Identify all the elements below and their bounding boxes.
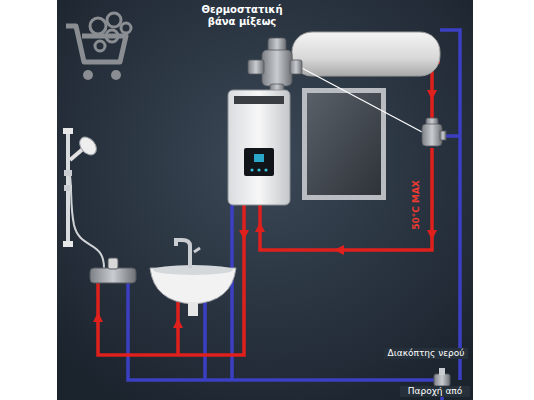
flow-arrow	[93, 312, 103, 322]
heater-button	[264, 168, 267, 171]
cart-outline	[66, 26, 126, 62]
logo-bubble	[106, 30, 118, 42]
faucet-lever	[194, 248, 200, 252]
heater-button	[250, 168, 253, 171]
logo-bubble	[107, 13, 121, 27]
heater-display	[244, 148, 274, 176]
logo-bubble	[121, 23, 131, 33]
valve-port	[290, 60, 302, 74]
flow-arrow	[334, 245, 344, 255]
valve-body	[434, 374, 450, 386]
heater-button	[257, 168, 260, 171]
basin-drain	[188, 302, 198, 316]
valve-handle	[439, 368, 445, 375]
rail-bracket	[63, 241, 73, 247]
flow-arrow	[239, 230, 249, 240]
mixer-tap	[90, 268, 136, 283]
flow-arrow	[427, 90, 437, 100]
mixer-lever	[108, 258, 118, 269]
heater-readout	[254, 154, 264, 162]
valve-label: Διακόπτης νερού	[384, 348, 468, 359]
solar-panel-frame	[302, 88, 386, 200]
storage-tank	[292, 32, 440, 76]
wash-basin	[150, 240, 236, 316]
valve-port	[440, 131, 446, 140]
thermostatic-valve	[422, 118, 446, 146]
flow-arrow	[255, 222, 265, 232]
valve-body	[262, 50, 292, 86]
solar-panel	[307, 93, 381, 195]
flow-arrow	[427, 230, 437, 240]
hot-pipe	[176, 302, 180, 355]
dark-background	[57, 0, 473, 400]
water-heater	[228, 90, 290, 205]
cart-wheel	[83, 70, 93, 80]
stop-valve	[434, 368, 450, 386]
heater-brand-strip	[234, 96, 284, 104]
shower-set	[63, 128, 136, 283]
leader-line	[298, 66, 422, 132]
cart-wheel	[111, 70, 121, 80]
callout-label: Θερμοστατική βάνα μίξεως	[186, 4, 298, 27]
cold-pipe	[203, 302, 207, 380]
supply-label: Παροχή από	[400, 386, 470, 397]
valve-body	[422, 124, 442, 146]
valve-port	[248, 60, 264, 74]
logo-bubble	[95, 41, 105, 51]
hot-pipes	[98, 62, 440, 355]
shop-logo	[66, 13, 131, 80]
rail-bracket	[63, 128, 73, 134]
basin-rim	[153, 265, 233, 275]
cold-pipes	[128, 30, 460, 400]
flow-arrow	[173, 318, 183, 328]
cold-pipe	[440, 30, 460, 380]
rail-slider	[64, 170, 72, 176]
shower-head	[76, 134, 100, 158]
shower-hose	[70, 176, 104, 268]
temperature-limit: 50°C MAX	[412, 180, 422, 230]
heater-body	[228, 90, 290, 205]
basin-faucet	[176, 240, 190, 268]
logo-bubble	[90, 18, 106, 34]
